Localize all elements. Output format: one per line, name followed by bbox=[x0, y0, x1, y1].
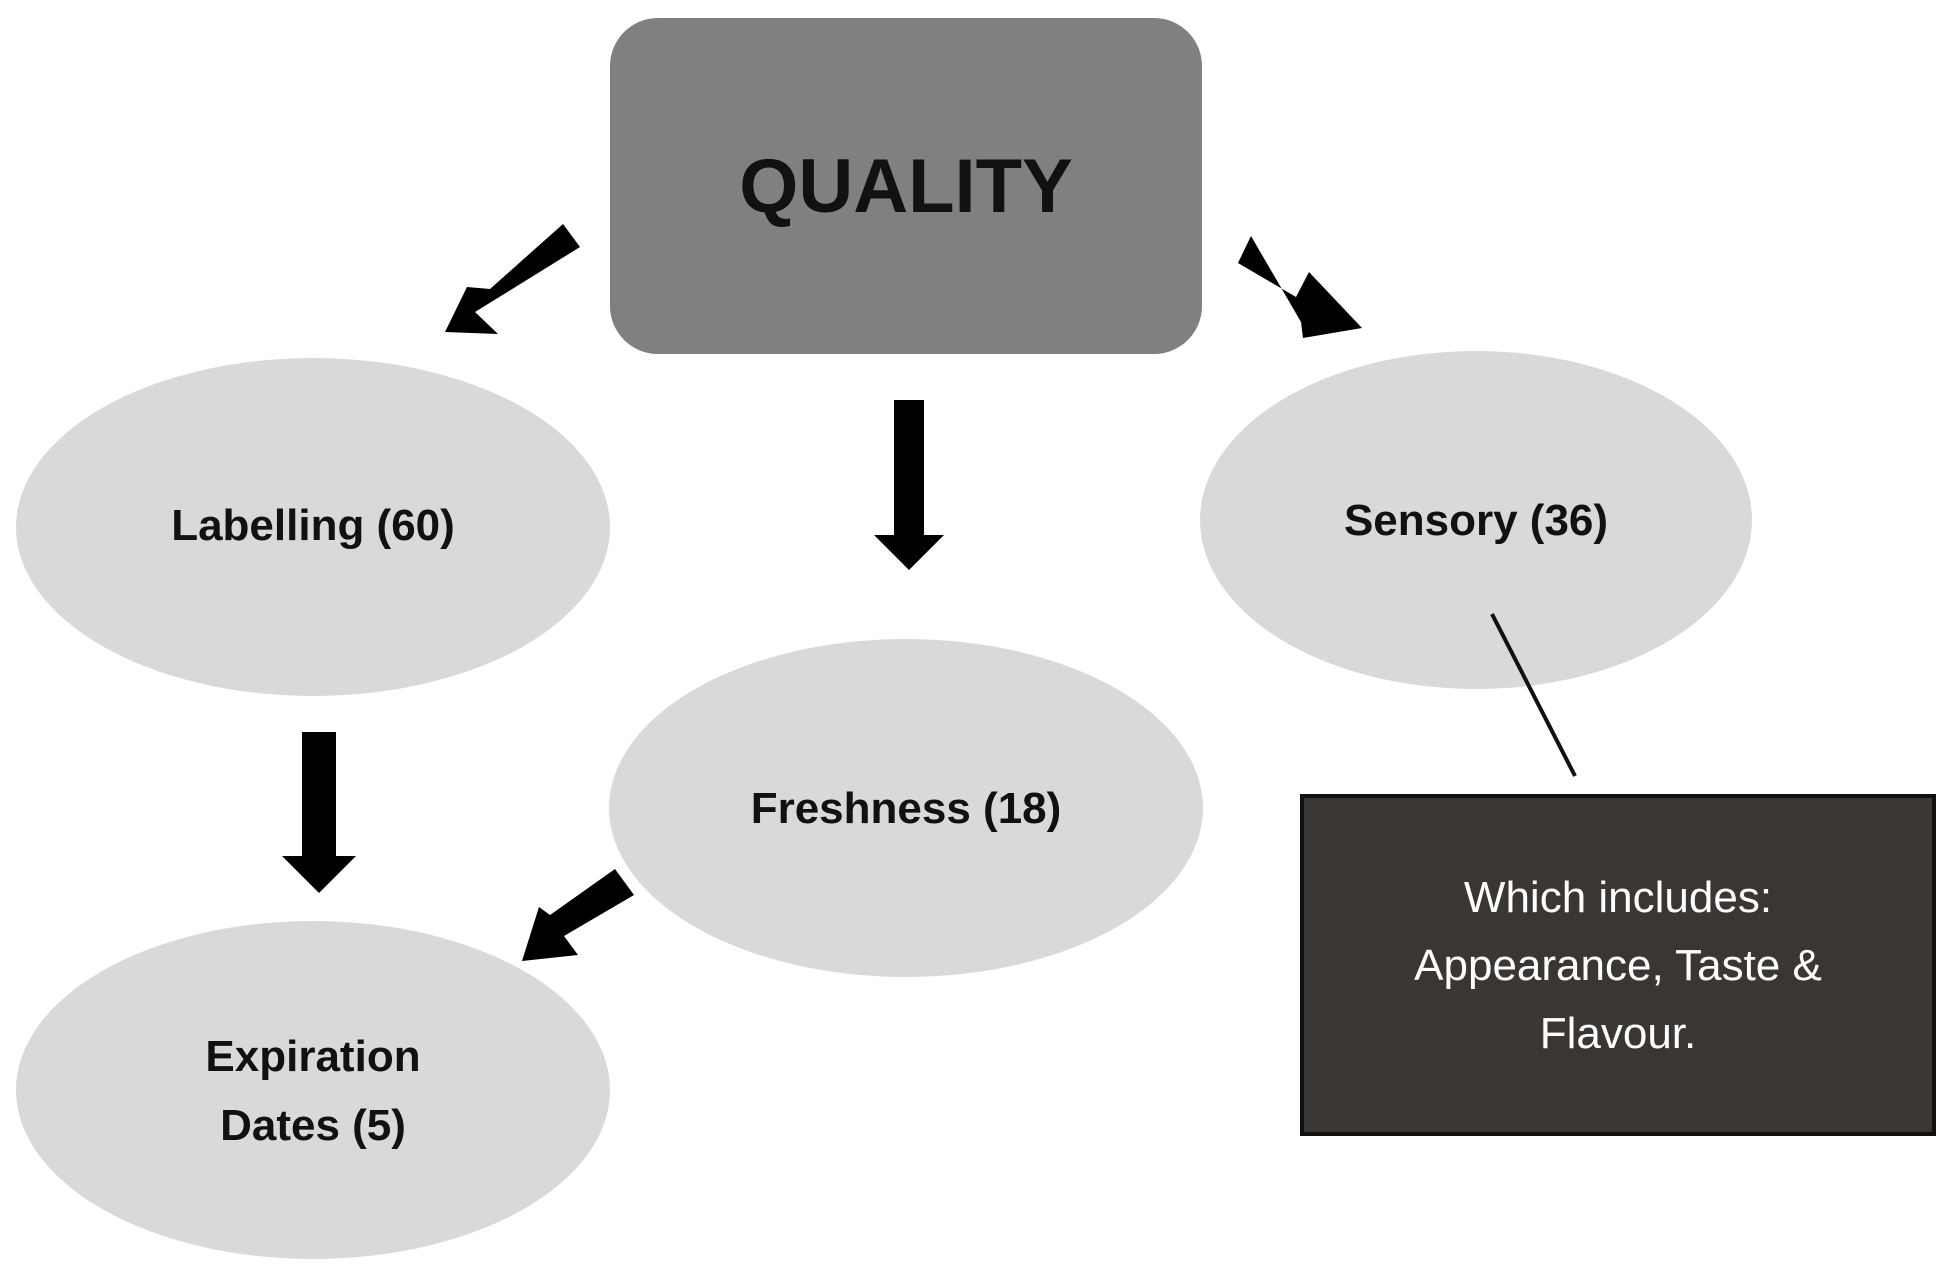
callout-connector bbox=[1490, 613, 1577, 777]
sensory-note-line2: Appearance, Taste & bbox=[1414, 941, 1822, 990]
arrow-root-to-freshness bbox=[874, 400, 944, 570]
arrow-labelling-to-expiration bbox=[282, 732, 356, 893]
sensory-note-line3: Flavour. bbox=[1540, 1009, 1697, 1058]
expiration-label-line2: Dates (5) bbox=[220, 1101, 406, 1150]
expiration-label-line1: Expiration bbox=[205, 1032, 420, 1081]
sensory-node bbox=[1200, 351, 1752, 689]
arrow-root-to-sensory bbox=[1238, 236, 1362, 338]
arrow-root-to-labelling bbox=[445, 224, 580, 334]
labelling-node bbox=[16, 358, 610, 696]
freshness-label: Freshness (18) bbox=[751, 784, 1062, 833]
root-box bbox=[610, 18, 1202, 354]
arrow-freshness-to-expiration bbox=[522, 869, 634, 961]
expiration-node bbox=[16, 921, 610, 1259]
labelling-label: Labelling (60) bbox=[171, 501, 455, 550]
sensory-note-box bbox=[1300, 794, 1936, 1136]
sensory-label: Sensory (36) bbox=[1344, 496, 1608, 545]
root-label: QUALITY bbox=[739, 144, 1073, 229]
sensory-note-line1: Which includes: bbox=[1464, 873, 1772, 922]
freshness-node bbox=[609, 639, 1203, 977]
